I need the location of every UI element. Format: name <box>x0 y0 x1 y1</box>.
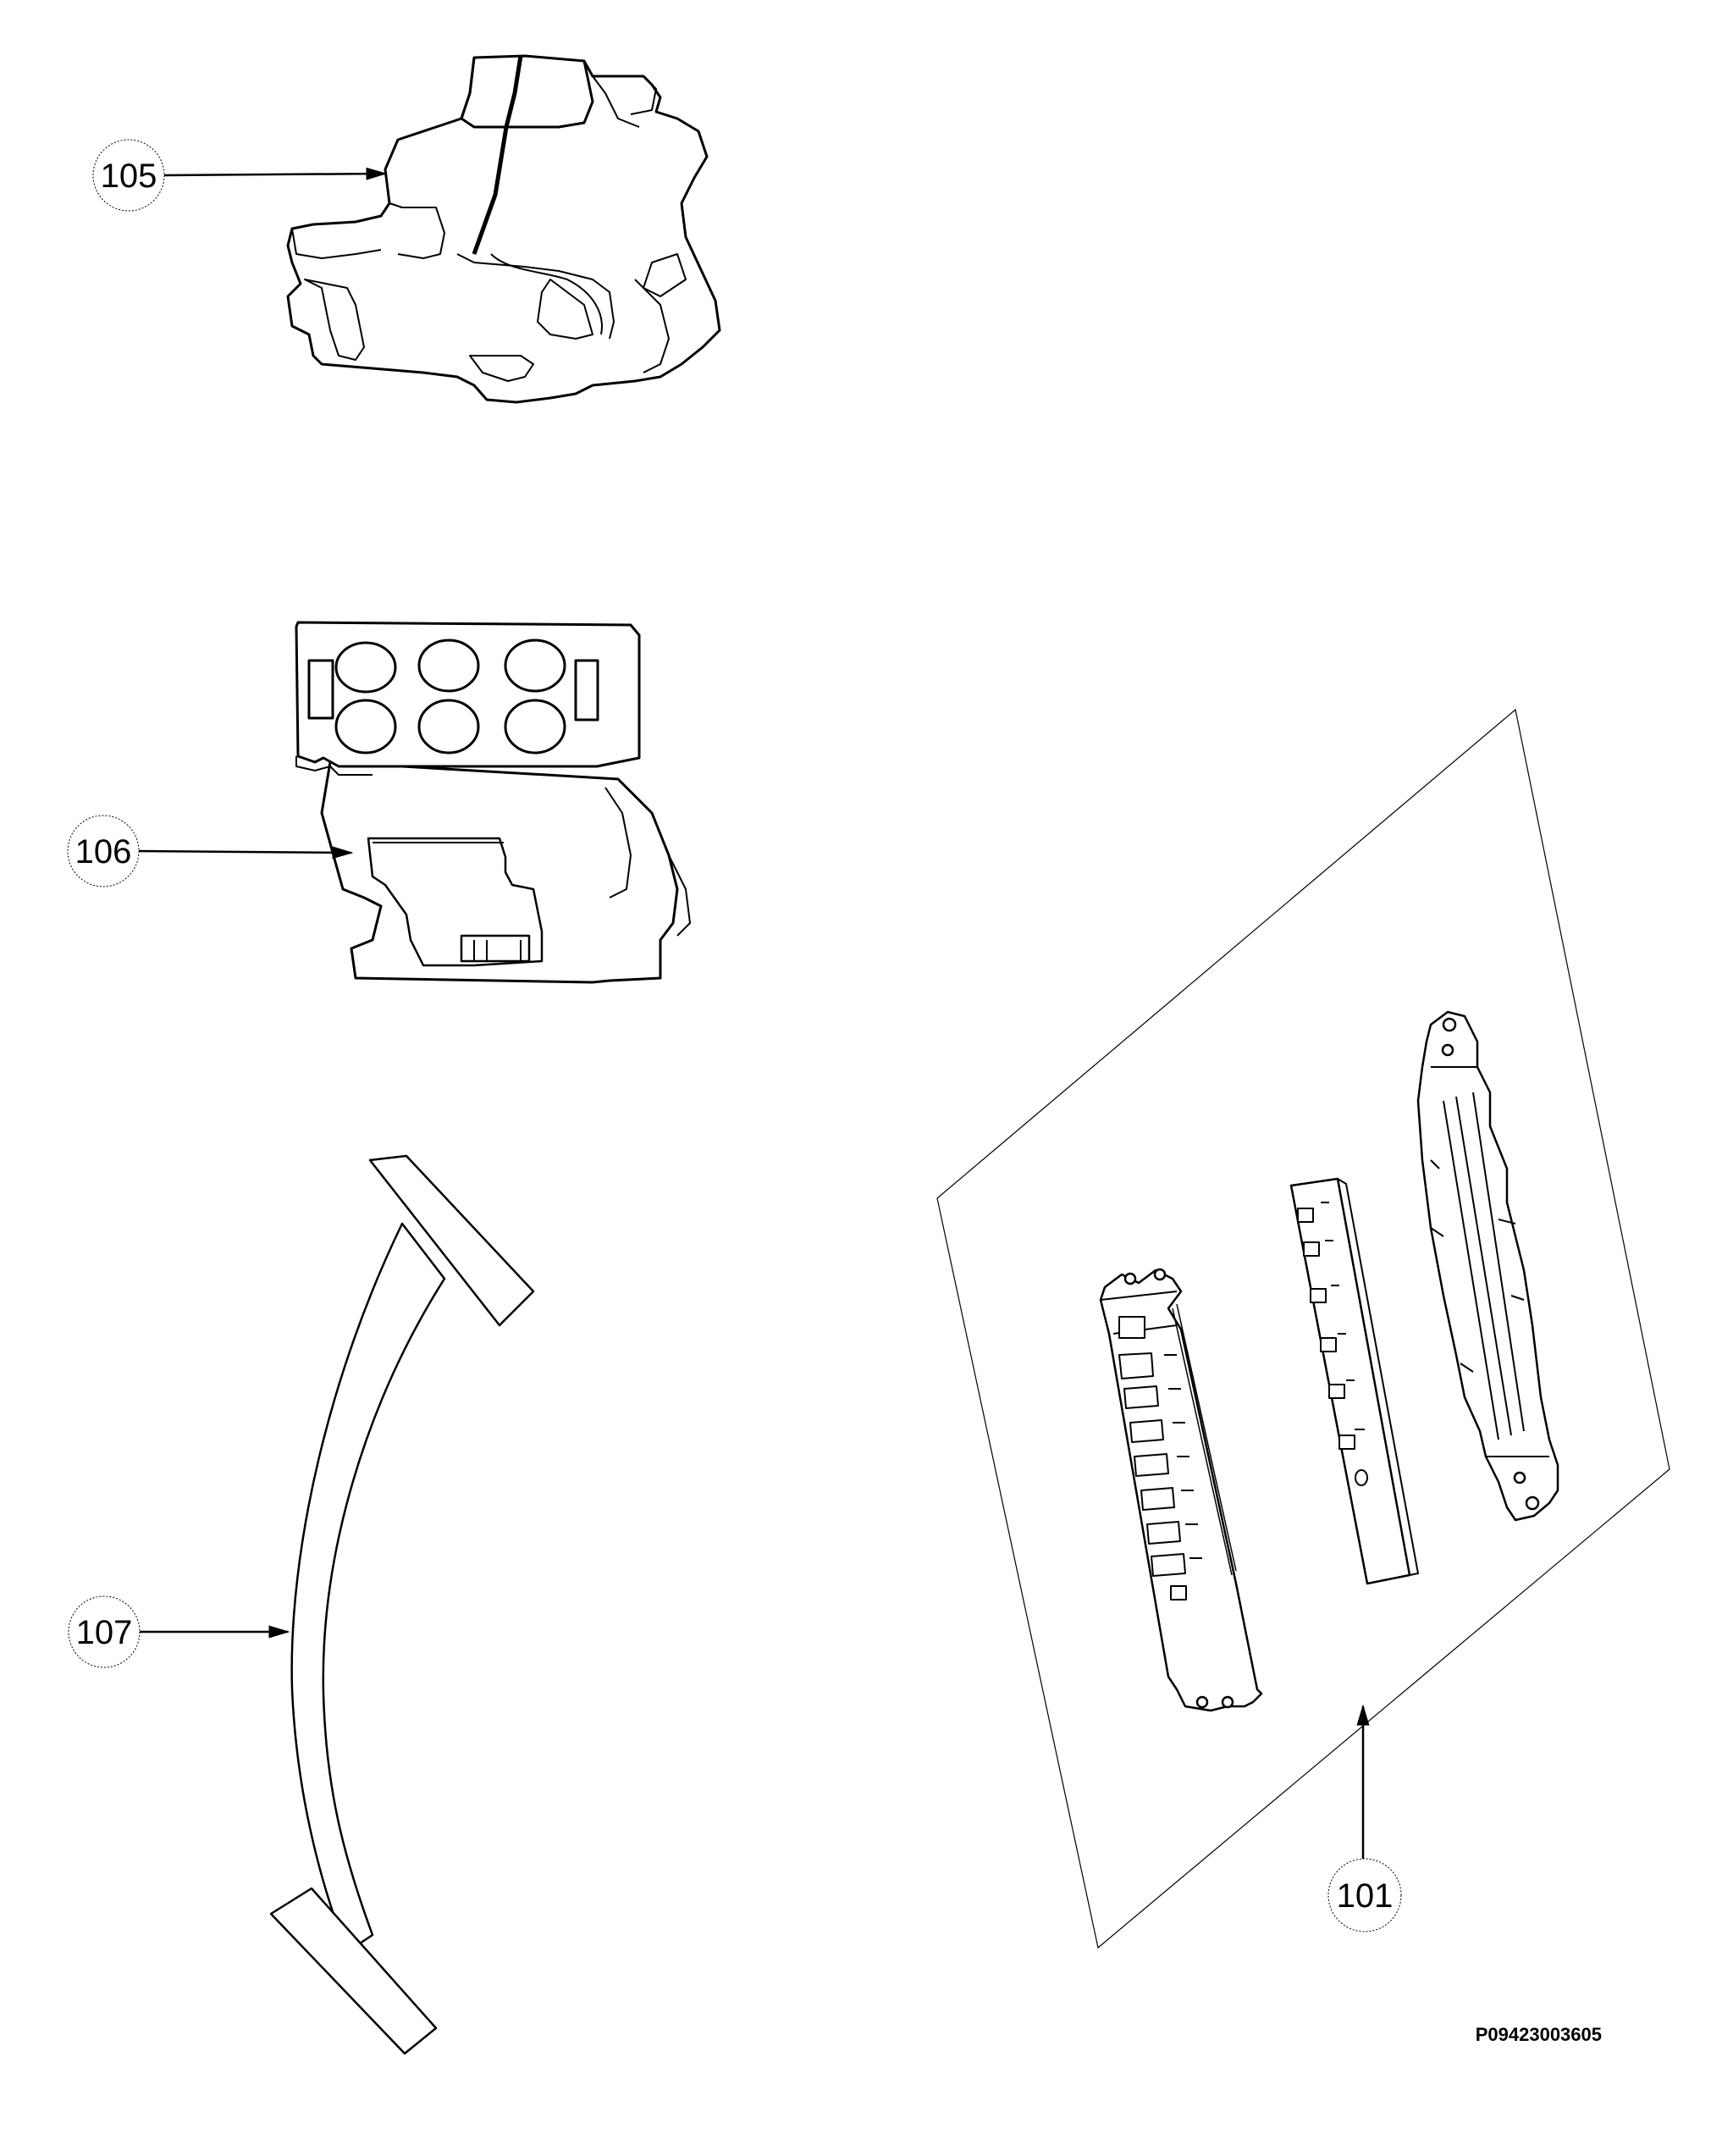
part-107-curved-strip[interactable] <box>269 1154 535 2055</box>
part-105-clip-connector[interactable] <box>286 54 721 404</box>
callout-106: 106 <box>67 815 354 887</box>
drawing-reference-code: P09423003605 <box>1476 2024 1602 2045</box>
callout-101-label: 101 <box>1337 1877 1394 1915</box>
kit-board-middle <box>1289 1177 1419 1585</box>
callout-105-label: 105 <box>101 158 157 195</box>
kit-board-left <box>1099 1268 1263 1712</box>
callout-101: 101 <box>1327 1704 1402 1932</box>
part-106-six-pin-connector[interactable] <box>295 621 691 984</box>
callout-106-label: 106 <box>75 833 132 871</box>
part-101-electronic-module-kit[interactable]: 101 <box>936 708 1670 1949</box>
callout-107: 107 <box>68 1595 290 1668</box>
callout-105: 105 <box>92 139 388 212</box>
callout-107-label: 107 <box>76 1614 133 1651</box>
kit-sheet <box>936 708 1670 1949</box>
kit-frame-right <box>1416 1010 1559 1522</box>
